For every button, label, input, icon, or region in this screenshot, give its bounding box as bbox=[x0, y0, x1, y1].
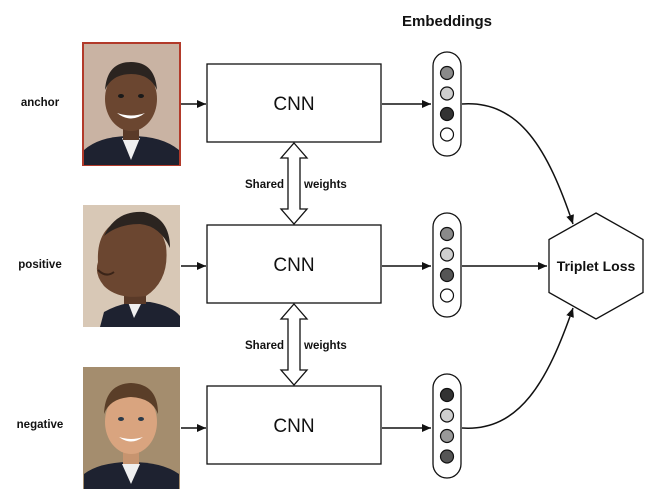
anchor-embedding-vector bbox=[432, 51, 462, 157]
positive-cnn-box: CNN bbox=[206, 224, 382, 304]
positive-embedding-dot bbox=[439, 226, 455, 242]
negative-embedding-dot bbox=[439, 408, 455, 423]
negative-embedding-vector bbox=[432, 373, 462, 479]
negative-photo bbox=[83, 367, 180, 489]
shared-label-2: Shared bbox=[245, 340, 284, 352]
positive-embedding-vector bbox=[432, 212, 462, 318]
positive-embedding-dot bbox=[439, 267, 455, 283]
anchor-embedding-dot bbox=[439, 65, 455, 81]
negative-embedding-dot bbox=[439, 387, 455, 403]
positive-cnn-label: CNN bbox=[273, 255, 314, 276]
positive-embedding-dot bbox=[439, 288, 455, 303]
negative-embedding-dot bbox=[439, 449, 455, 464]
negative-loss-arrow bbox=[461, 307, 574, 429]
anchor-label: anchor bbox=[21, 97, 60, 109]
anchor-cnn-box: CNN bbox=[206, 63, 382, 143]
anchor-photo bbox=[82, 42, 181, 166]
negative-cnn-label: CNN bbox=[273, 416, 314, 437]
negative-cnn-box: CNN bbox=[206, 385, 382, 465]
shared-label-1: Shared bbox=[245, 179, 284, 191]
positive-label: positive bbox=[18, 259, 61, 271]
shared-weights-arrow-2 bbox=[279, 303, 309, 386]
positive-photo bbox=[83, 205, 180, 327]
anchor-embedding-dot bbox=[439, 106, 455, 122]
triplet-loss-label: Triplet Loss bbox=[557, 258, 636, 274]
positive-embedding-dot bbox=[439, 247, 455, 262]
weights-label-2: weights bbox=[303, 340, 347, 352]
negative-embedding-dot bbox=[439, 428, 455, 444]
shared-weights-arrow-1 bbox=[279, 142, 309, 225]
anchor-embedding-dot bbox=[439, 86, 455, 101]
embeddings-title: Embeddings bbox=[402, 13, 492, 30]
anchor-loss-arrow bbox=[461, 103, 574, 225]
weights-label-1: weights bbox=[303, 179, 347, 191]
anchor-embedding-dot bbox=[439, 127, 455, 142]
negative-label: negative bbox=[17, 419, 64, 431]
anchor-cnn-label: CNN bbox=[273, 94, 314, 115]
triplet-loss-node bbox=[548, 212, 644, 320]
